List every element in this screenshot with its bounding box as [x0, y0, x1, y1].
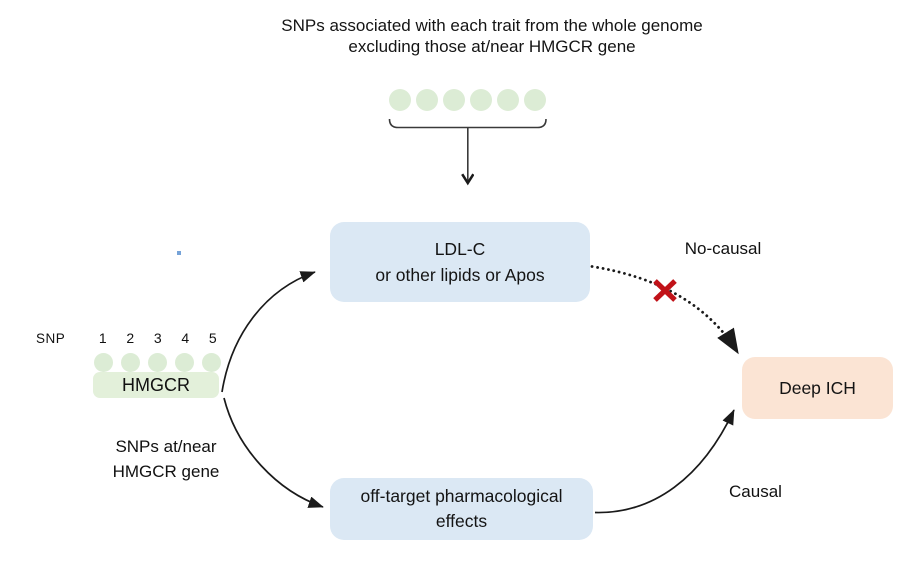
snp-number: 5 — [208, 330, 217, 346]
genome-snps-caption: SNPs associated with each trait from the… — [152, 15, 832, 57]
snp-dot-icon — [148, 353, 167, 372]
snp-dot-icon — [524, 89, 546, 111]
edge-label-causal: Causal — [729, 482, 782, 501]
red-x-icon — [653, 279, 677, 302]
snp-dot-icon — [497, 89, 519, 111]
snp-number-row: 1 2 3 4 5 — [89, 330, 227, 346]
snp-dot-icon — [389, 89, 411, 111]
snp-dot-icon — [121, 353, 140, 372]
node-offtarget-effects: off-target pharmacological effects — [330, 478, 593, 540]
node-exposure-ldlc: LDL-C or other lipids or Apos — [330, 222, 590, 302]
genome-snp-dots — [389, 89, 546, 111]
genome-snps-caption-line2: excluding those at/near HMGCR gene — [348, 37, 636, 56]
snp-number: 1 — [98, 330, 107, 346]
bracket-shape — [388, 118, 547, 129]
red-x-stroke-2 — [653, 279, 677, 302]
hmgcr-snps-caption-line2: HMGCR gene — [112, 462, 220, 481]
snp-dot-icon — [94, 353, 113, 372]
node-outcome-label: Deep ICH — [779, 377, 856, 398]
red-x-stroke-1 — [653, 279, 677, 302]
hmgcr-gene-box: HMGCR — [93, 372, 219, 398]
genome-snps-caption-line1: SNPs associated with each trait from the… — [281, 16, 703, 35]
snp-dot-icon — [470, 89, 492, 111]
node-offtarget-line1: off-target pharmacological — [360, 486, 563, 506]
hmgcr-snps-caption-line1: SNPs at/near — [115, 437, 217, 456]
snp-dot-icon — [416, 89, 438, 111]
hmgcr-gene-label: HMGCR — [122, 374, 190, 395]
node-offtarget-line2: effects — [435, 511, 488, 531]
arrow-hmgcr-to-exposure — [221, 271, 316, 393]
snp-dot-icon — [443, 89, 465, 111]
snp-dot-icon — [175, 353, 194, 372]
arrow-no-causal-dotted — [590, 265, 740, 355]
snp-number: 2 — [126, 330, 135, 346]
hmgcr-snp-dots — [94, 353, 221, 372]
edge-label-no-causal: No-causal — [684, 239, 762, 258]
snp-row-label: SNP — [36, 331, 66, 346]
node-outcome-deep-ich: Deep ICH — [742, 357, 893, 419]
snp-number: 4 — [181, 330, 190, 346]
snp-dot-icon — [202, 353, 221, 372]
node-exposure-line1: LDL-C — [434, 239, 486, 259]
hmgcr-snps-caption: SNPs at/near HMGCR gene — [66, 434, 266, 484]
snp-number: 3 — [153, 330, 162, 346]
artifact-dot — [177, 251, 181, 255]
node-exposure-line2: or other lipids or Apos — [375, 265, 545, 285]
